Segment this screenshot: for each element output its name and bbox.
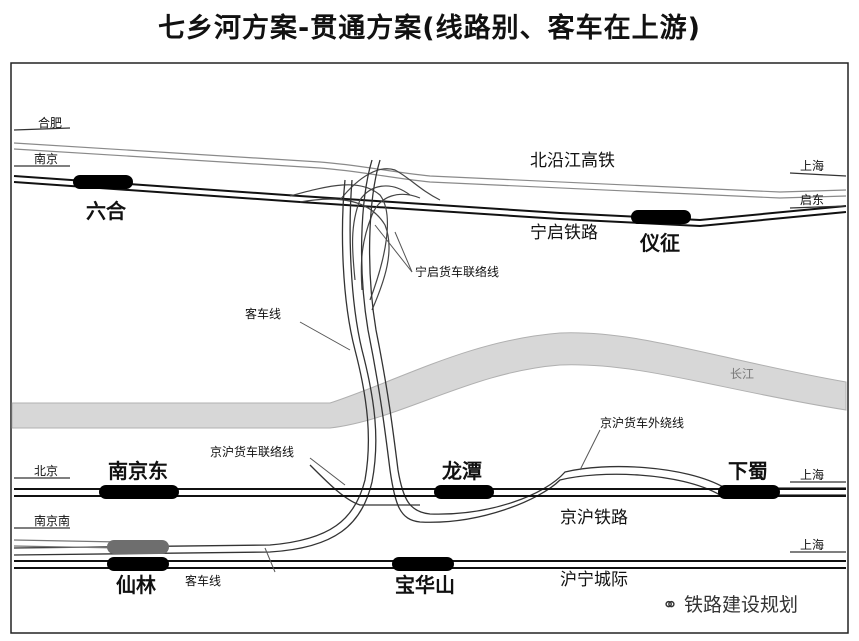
station-nanjingdong-label: 南京东 xyxy=(108,459,168,483)
station-yizheng-marker xyxy=(631,210,691,224)
station-nanjingdong-marker xyxy=(99,485,179,499)
station-xiashu-marker xyxy=(718,485,780,499)
passenger-line-north-label: 客车线 xyxy=(245,306,281,321)
direction-shanghai-mid-label: 上海 xyxy=(800,467,824,482)
ningqi-freight-label: 宁启货车联络线 xyxy=(415,264,499,279)
jinghu-freight-bypass-label: 京沪货车外绕线 xyxy=(600,415,684,430)
station-xianlin-upper-marker xyxy=(107,540,169,554)
station-baohuashan-label: 宝华山 xyxy=(395,573,455,597)
huning-label: 沪宁城际 xyxy=(560,570,628,590)
watermark-text: 铁路建设规划 xyxy=(683,594,798,616)
direction-beijing-label: 北京 xyxy=(34,464,58,478)
station-longtan-label: 龙潭 xyxy=(442,459,482,483)
station-xianlin-marker xyxy=(107,557,169,571)
diagram-frame xyxy=(10,62,849,634)
station-liuhe-label: 六合 xyxy=(86,199,127,223)
wechat-icon: ⚭ xyxy=(662,594,684,616)
label-leaders xyxy=(264,224,601,573)
station-xianlin-label: 仙林 xyxy=(116,573,156,597)
station-yizheng-label: 仪征 xyxy=(639,231,680,255)
ningqi-label: 宁启铁路 xyxy=(530,223,598,243)
river-label: 长江 xyxy=(730,367,754,381)
beiyanjiang-label: 北沿江高铁 xyxy=(530,151,615,171)
yangtze-river xyxy=(11,332,847,429)
direction-nanjing-label: 南京 xyxy=(34,151,58,166)
station-xiashu-label: 下蜀 xyxy=(728,459,768,483)
direction-hefei-label: 合肥 xyxy=(38,115,62,130)
passenger-line-south-label: 客车线 xyxy=(185,573,221,588)
ningqi-railway-line xyxy=(13,175,847,228)
direction-markers xyxy=(13,127,847,553)
direction-shanghai-bot-label: 上海 xyxy=(800,537,824,552)
station-baohuashan-marker xyxy=(392,557,454,571)
diagram-title: 七乡河方案-贯通方案(线路别、客车在上游) xyxy=(158,13,701,44)
station-liuhe-marker xyxy=(73,175,133,189)
watermark: ⚭ 铁路建设规划 xyxy=(662,590,798,617)
nanjingnan-branch xyxy=(13,539,121,549)
passenger-crossing-lines xyxy=(13,159,846,556)
jinghu-label: 京沪铁路 xyxy=(560,508,628,528)
direction-qidong-label: 启东 xyxy=(800,193,824,207)
direction-shanghai-top-label: 上海 xyxy=(800,158,824,173)
jinghu-freight-link-label: 京沪货车联络线 xyxy=(210,444,294,459)
station-longtan-marker xyxy=(434,485,494,499)
direction-nanjingnan-label: 南京南 xyxy=(34,513,70,528)
